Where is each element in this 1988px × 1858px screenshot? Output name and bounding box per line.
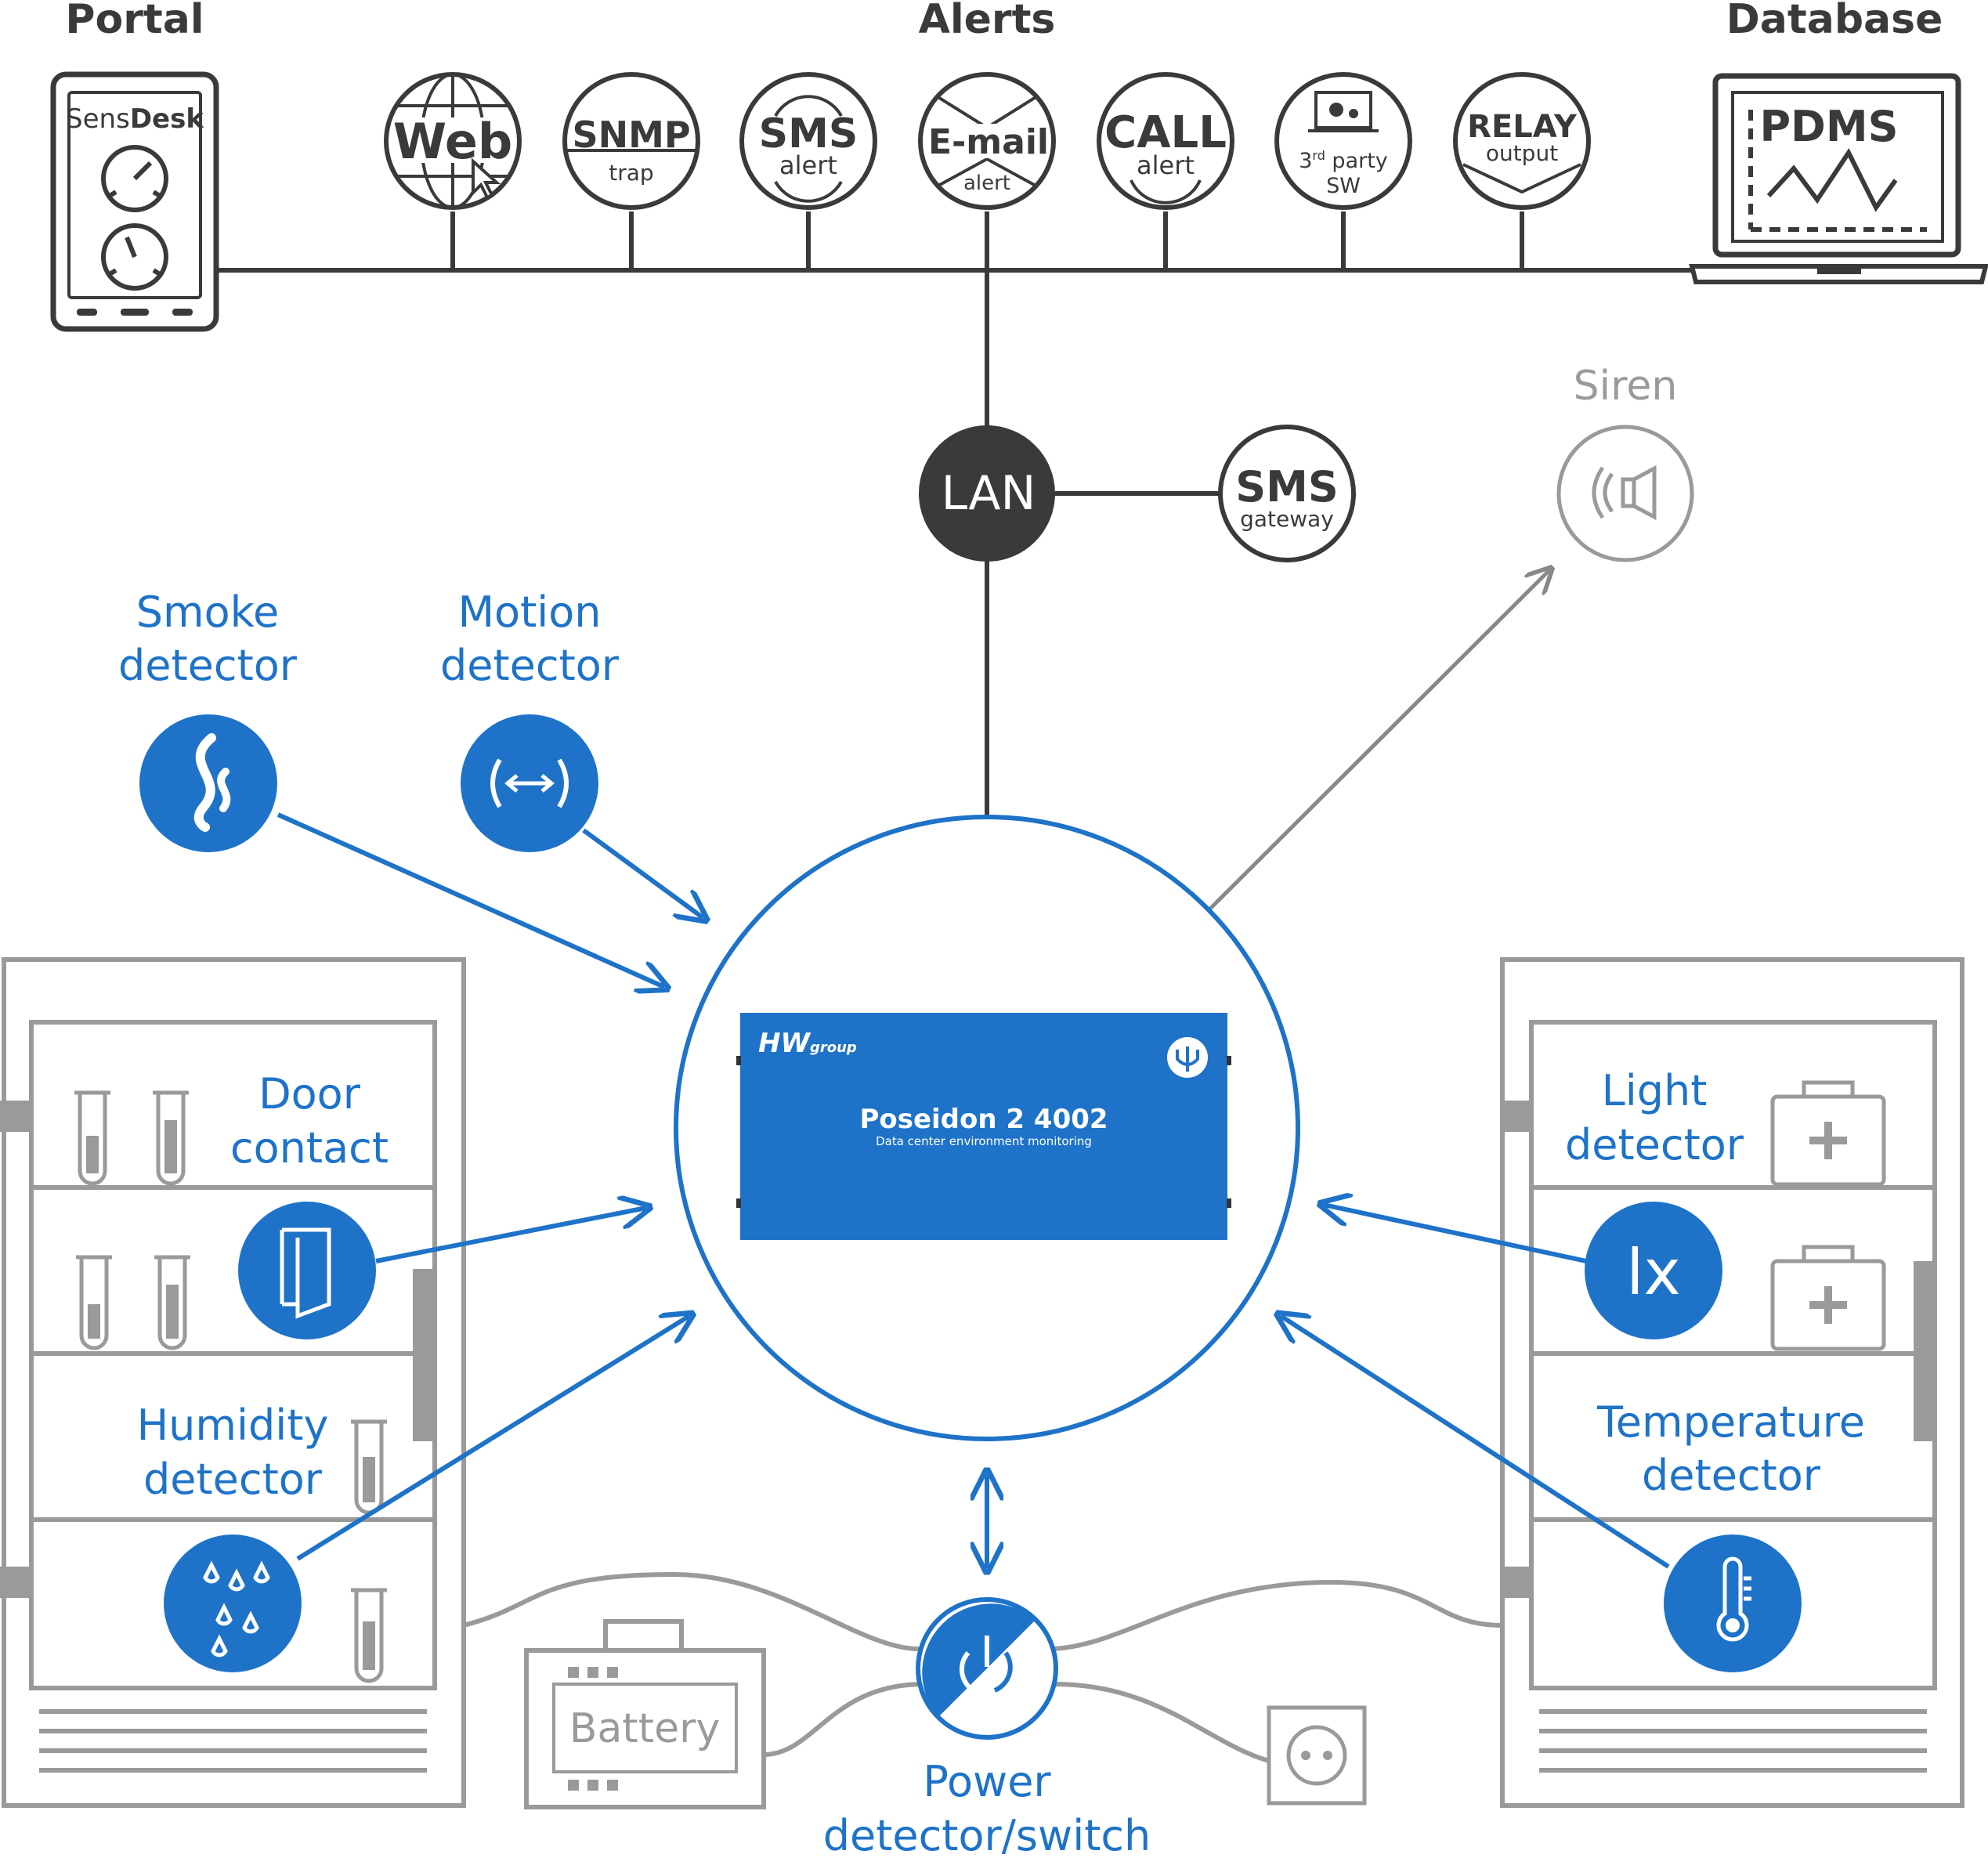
snmp-alert-icon[interactable]: SNMP trap bbox=[562, 72, 700, 210]
door-label-1: Door bbox=[258, 1069, 361, 1119]
lan-label: LAN bbox=[942, 466, 1036, 521]
motion-arrow bbox=[582, 828, 703, 918]
gauge-icon bbox=[101, 223, 168, 291]
alerts-heading: Alerts bbox=[919, 0, 1056, 43]
portal-brand-a: Sens bbox=[66, 103, 130, 135]
lan-node[interactable]: LAN bbox=[919, 425, 1055, 562]
power-outlet-icon bbox=[1267, 1705, 1367, 1806]
portal-tablet[interactable]: SensDesk bbox=[50, 71, 219, 332]
humidity-arrow bbox=[296, 1316, 689, 1561]
siren-arrow bbox=[1209, 570, 1549, 910]
sms-alert-label: SMS bbox=[759, 110, 858, 157]
door-arrow bbox=[375, 1208, 646, 1263]
humidity-detector-icon[interactable] bbox=[164, 1534, 302, 1672]
svg-text:3rd party: 3rd party bbox=[1299, 148, 1388, 173]
web-alert-icon[interactable]: Web bbox=[384, 72, 522, 210]
database-laptop[interactable]: PDMS bbox=[1689, 73, 1988, 284]
hwgroup-logo-a: HW bbox=[758, 1028, 811, 1059]
third-party-label-num: 3 bbox=[1299, 149, 1312, 173]
speaker-icon bbox=[1592, 464, 1657, 521]
light-icon-label: lx bbox=[1626, 1236, 1681, 1309]
sms-alert-sublabel: alert bbox=[779, 150, 837, 180]
left-rack bbox=[2, 957, 466, 1808]
battery-icon: Battery bbox=[524, 1619, 766, 1809]
email-alert-sublabel: alert bbox=[963, 172, 1010, 195]
left-rack-hinges bbox=[0, 1101, 435, 1598]
third-party-alert-icon[interactable]: 3rd party SW bbox=[1274, 72, 1412, 210]
poseidon-device[interactable]: HWgroup Poseidon 2 4002 Data center envi… bbox=[736, 1013, 1231, 1240]
light-label-2: detector bbox=[1565, 1120, 1744, 1169]
power-switch-icon[interactable] bbox=[916, 1597, 1058, 1740]
humidity-label-1: Humidity bbox=[137, 1401, 329, 1450]
device-subtitle: Data center environment monitoring bbox=[876, 1134, 1092, 1148]
sms-gateway-label: SMS bbox=[1235, 462, 1339, 511]
svg-text:SensDesk: SensDesk bbox=[66, 103, 204, 135]
right-rack-hinges bbox=[1500, 1101, 1936, 1598]
siren-node[interactable] bbox=[1556, 425, 1694, 562]
door-label-2: contact bbox=[230, 1123, 389, 1173]
siren-label: Siren bbox=[1574, 363, 1678, 410]
call-alert-icon[interactable]: CALL alert bbox=[1097, 72, 1234, 210]
smoke-arrow bbox=[277, 812, 664, 987]
motion-label-2: detector bbox=[440, 641, 620, 690]
cursor-icon bbox=[472, 157, 501, 200]
snmp-alert-label: SNMP bbox=[572, 114, 690, 156]
light-detector-icon[interactable]: lx bbox=[1585, 1202, 1722, 1339]
sms-gateway-node[interactable]: SMS gateway bbox=[1218, 425, 1356, 562]
power-label-1: Power bbox=[923, 1757, 1051, 1806]
portal-heading: Portal bbox=[65, 0, 204, 43]
relay-alert-label: RELAY bbox=[1467, 109, 1578, 145]
alert-drop-lines bbox=[450, 211, 1524, 270]
light-label-1: Light bbox=[1602, 1066, 1708, 1115]
web-alert-label: Web bbox=[393, 113, 513, 170]
device-name: Poseidon 2 4002 bbox=[859, 1104, 1108, 1135]
snmp-alert-sublabel: trap bbox=[609, 160, 653, 186]
door-contact-icon[interactable] bbox=[238, 1202, 376, 1339]
test-tube-fill bbox=[86, 1120, 375, 1670]
smoke-detector-icon[interactable] bbox=[139, 714, 277, 852]
pdms-label: PDMS bbox=[1759, 102, 1898, 151]
laptop-gears-icon bbox=[1308, 91, 1379, 132]
temperature-label-1: Temperature bbox=[1596, 1397, 1865, 1447]
third-party-sublabel: SW bbox=[1326, 174, 1361, 198]
temperature-arrow bbox=[1281, 1316, 1670, 1569]
email-alert-icon[interactable]: E-mail alert bbox=[918, 72, 1056, 210]
call-alert-sublabel: alert bbox=[1137, 150, 1195, 180]
chart-icon bbox=[1748, 110, 1927, 232]
temperature-label-2: detector bbox=[1642, 1451, 1821, 1500]
battery-label: Battery bbox=[569, 1705, 720, 1752]
right-rack bbox=[1500, 957, 1965, 1808]
smoke-label-2: detector bbox=[118, 641, 298, 690]
sms-alert-icon[interactable]: SMS alert bbox=[739, 72, 877, 210]
sensor-arrows bbox=[277, 812, 1670, 1569]
humidity-label-2: detector bbox=[143, 1455, 323, 1504]
third-party-label-sup: rd bbox=[1312, 148, 1325, 163]
sms-gateway-sublabel: gateway bbox=[1240, 506, 1334, 532]
first-aid-kit-icon bbox=[1770, 1080, 1886, 1351]
motion-label-1: Motion bbox=[457, 587, 601, 637]
portal-brand-b: Desk bbox=[130, 103, 205, 135]
third-party-label-rest: party bbox=[1325, 149, 1388, 173]
email-alert-label: E-mail bbox=[928, 122, 1049, 162]
database-heading: Database bbox=[1726, 0, 1943, 43]
relay-alert-icon[interactable]: RELAY output bbox=[1453, 72, 1591, 210]
light-arrow bbox=[1324, 1205, 1587, 1263]
motion-detector-icon[interactable] bbox=[461, 714, 598, 852]
hwgroup-logo-b: group bbox=[810, 1039, 857, 1056]
call-alert-label: CALL bbox=[1104, 107, 1227, 158]
trident-logo-icon bbox=[1167, 1037, 1208, 1078]
power-cables bbox=[463, 1571, 1503, 1763]
temperature-detector-icon[interactable] bbox=[1664, 1534, 1802, 1672]
power-label-2: detector/switch bbox=[823, 1811, 1151, 1854]
svg-text:HWgroup: HWgroup bbox=[758, 1028, 857, 1059]
gauge-icon bbox=[101, 145, 168, 212]
smoke-label-1: Smoke bbox=[136, 587, 280, 637]
relay-alert-sublabel: output bbox=[1486, 140, 1558, 166]
